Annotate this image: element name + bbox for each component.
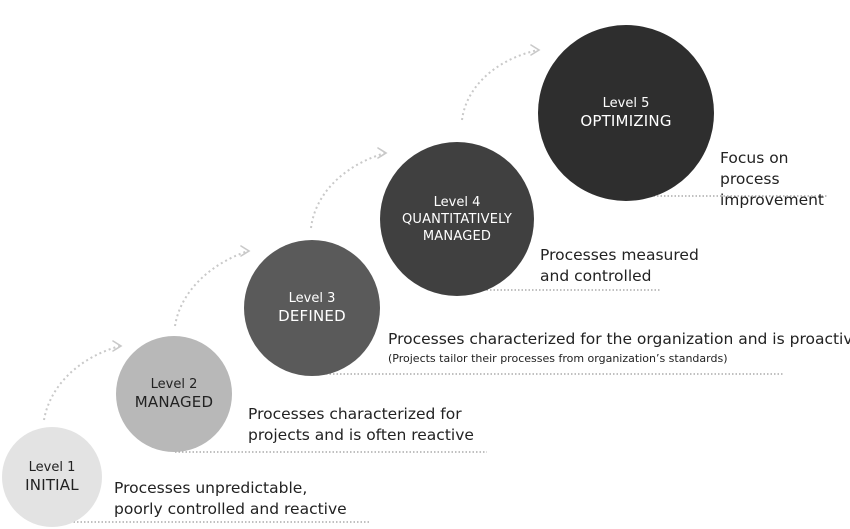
level-3-circle: Level 3 DEFINED [244, 240, 380, 376]
level-5-name: OPTIMIZING [580, 112, 672, 130]
level-4-name: QUANTITATIVELY MANAGED [401, 211, 513, 244]
arrow-level-4-to-5 [461, 49, 539, 121]
level-3-description: Processes characterized for the organiza… [388, 330, 850, 348]
level-2-circle: Level 2 MANAGED [116, 336, 232, 452]
level-1-label: Level 1 [28, 460, 76, 475]
level-2-description: Processes characterized for projects and… [248, 405, 474, 444]
level-1-name: INITIAL [25, 476, 79, 494]
level-3-name: DEFINED [278, 307, 346, 325]
level-4-description: Processes measured and controlled [540, 246, 699, 285]
arrowhead-level-5 [530, 44, 541, 56]
level-2-label: Level 2 [150, 377, 198, 392]
arrow-level-3-to-4 [310, 152, 386, 229]
level-4-circle: Level 4 QUANTITATIVELY MANAGED [380, 142, 534, 296]
level-5-label: Level 5 [602, 96, 650, 111]
level-3-label: Level 3 [288, 291, 336, 306]
level-4-label: Level 4 [433, 194, 481, 210]
level-5-description: Focus on process improvement [720, 149, 825, 209]
level-2-name: MANAGED [134, 393, 214, 411]
arrow-level-1-to-2 [43, 345, 121, 421]
level-3-note: (Projects tailor their processes from or… [388, 352, 728, 365]
arrowhead-level-3 [240, 245, 251, 257]
arrowhead-level-2 [112, 340, 123, 352]
arrowhead-level-4 [377, 147, 388, 159]
arrow-level-2-to-3 [174, 250, 249, 327]
level-1-description: Processes unpredictable, poorly controll… [114, 479, 347, 518]
level-1-circle: Level 1 INITIAL [2, 427, 102, 527]
level-5-circle: Level 5 OPTIMIZING [538, 25, 714, 201]
